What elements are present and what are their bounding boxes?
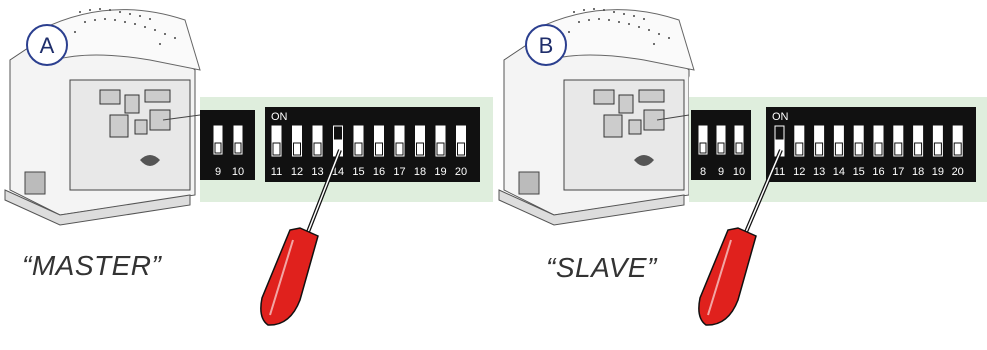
- dip-knob-14: [834, 142, 843, 156]
- dip-switch-19[interactable]: [434, 124, 447, 158]
- dip-number: 12: [793, 166, 805, 178]
- badge-a-letter: A: [40, 33, 55, 58]
- dip-switch-13[interactable]: [311, 124, 324, 158]
- dip-switch-14[interactable]: [832, 124, 845, 158]
- dip-knob-12: [293, 142, 301, 156]
- dip-knob-15: [854, 142, 863, 156]
- left-switches: [697, 124, 745, 156]
- dip-switch-left-block: [200, 110, 255, 180]
- screwdriver-icon: [698, 149, 783, 326]
- dip-knob-13: [313, 142, 322, 156]
- dip-on-label: ON: [772, 111, 789, 123]
- dip-number: 10: [733, 166, 745, 178]
- dip-knob-11: [272, 142, 281, 156]
- dip-number: 15: [352, 166, 364, 178]
- dip-switch-12[interactable]: [793, 124, 806, 158]
- dip-knob-16: [375, 142, 383, 156]
- caption-master: “MASTER”: [22, 250, 162, 281]
- gate-motor-illustration: [498, 8, 695, 226]
- dip-number: 9: [718, 166, 724, 178]
- dip-on-label: ON: [271, 111, 288, 123]
- dip-knob-17: [395, 142, 404, 156]
- dip-number: 16: [373, 166, 385, 178]
- dip-number: 17: [892, 166, 904, 178]
- dip-number: 13: [813, 166, 825, 178]
- dip-knob-13: [815, 142, 824, 156]
- dip-switch-17[interactable]: [393, 124, 406, 158]
- callout-line: [656, 114, 690, 121]
- dip-number: 16: [872, 166, 884, 178]
- dip-switch-19[interactable]: [931, 124, 944, 158]
- dip-number: 17: [393, 166, 405, 178]
- dip-switch-16[interactable]: [872, 124, 885, 158]
- dip-knob-14: [334, 126, 342, 140]
- dip-number: 18: [414, 166, 426, 178]
- badge-a: A: [26, 24, 68, 66]
- main-switches: 11 12 13 14 15 16 17 18 19 20: [270, 124, 467, 178]
- dip-knob-12: [795, 142, 804, 156]
- dip-number: 19: [932, 166, 944, 178]
- gate-motor-illustration: [4, 8, 201, 226]
- dip-switch-15[interactable]: [852, 124, 865, 158]
- dip-knob-18: [416, 142, 424, 156]
- dip-number: 20: [455, 166, 467, 178]
- dip-knob-20: [953, 142, 962, 156]
- screwdriver-icon: [260, 149, 342, 326]
- dip-number: 20: [952, 166, 964, 178]
- left-switches: [212, 124, 244, 156]
- dip-knob-15: [354, 142, 363, 156]
- callout-line: [162, 114, 201, 121]
- panel-slave: B 8 9 10 ON 11 12 13 14 15 16 17 18 19 20: [494, 0, 987, 345]
- dip-knob-16: [874, 142, 883, 156]
- dip-switch-18[interactable]: [414, 124, 426, 158]
- dip-switch-15[interactable]: [352, 124, 365, 158]
- dip-knob-19: [436, 142, 445, 156]
- dip-number: 11: [271, 166, 282, 178]
- dip-switch-20[interactable]: [455, 124, 467, 158]
- panel-master: A 9 10 ON 11 12 13 14 15 16 17 18 19 20: [0, 0, 493, 345]
- dip-number: 19: [434, 166, 446, 178]
- dip-switch-11[interactable]: [270, 124, 283, 158]
- dip-number: 15: [853, 166, 865, 178]
- dip-number: 13: [311, 166, 323, 178]
- dip-switch-12[interactable]: [291, 124, 303, 158]
- dip-switch-16[interactable]: [373, 124, 385, 158]
- dip-knob-17: [894, 142, 903, 156]
- badge-b: B: [525, 24, 567, 66]
- dip-knob-19: [933, 142, 942, 156]
- panel-master-illustration: A 9 10 ON 11 12 13 14 15 16 17 18 19 20: [4, 8, 493, 345]
- dip-switch-18[interactable]: [912, 124, 925, 158]
- dip-number: 14: [332, 166, 344, 178]
- dip-number: 12: [291, 166, 303, 178]
- dip-number: 11: [774, 166, 785, 178]
- dip-switch-17[interactable]: [892, 124, 905, 158]
- dip-knob-11: [775, 126, 784, 140]
- dip-number: 18: [912, 166, 924, 178]
- dip-knob-20: [457, 142, 465, 156]
- dip-number: 10: [232, 166, 244, 178]
- zoom-callout: 9 10 ON 11 12 13 14 15 16 17 18 19 20: [200, 75, 493, 345]
- dip-number: 8: [700, 166, 706, 178]
- caption-slave: “SLAVE”: [546, 252, 657, 283]
- zoom-callout: 8 9 10 ON 11 12 13 14 15 16 17 18 19 20: [689, 75, 987, 345]
- dip-switch-20[interactable]: [951, 124, 964, 158]
- panel-slave-illustration: B 8 9 10 ON 11 12 13 14 15 16 17 18 19 20: [498, 8, 987, 345]
- dip-knob-18: [914, 142, 923, 156]
- dip-number: 9: [215, 166, 221, 178]
- badge-b-letter: B: [539, 33, 554, 58]
- main-switches: 11 12 13 14 15 16 17 18 19 20: [773, 124, 964, 178]
- dip-switch-13[interactable]: [813, 124, 826, 158]
- dip-number: 14: [833, 166, 845, 178]
